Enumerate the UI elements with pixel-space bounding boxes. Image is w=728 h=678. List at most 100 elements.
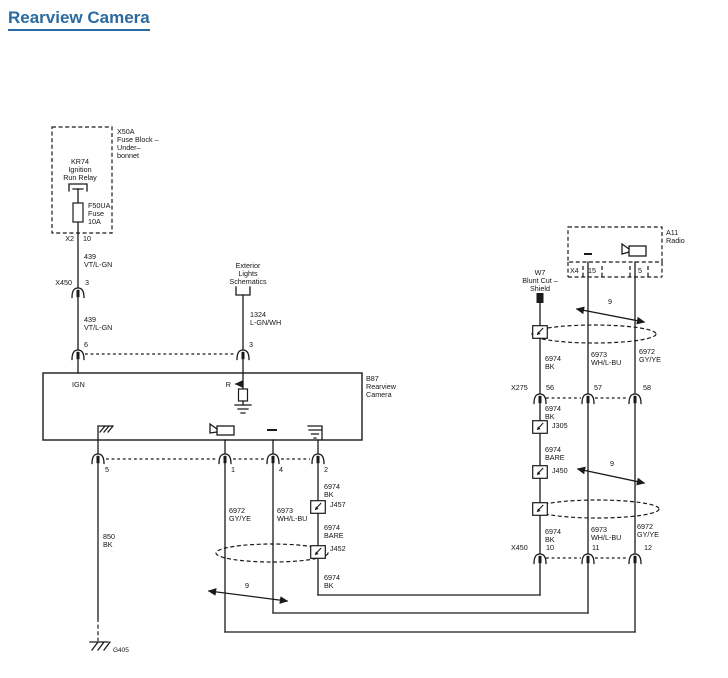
wire-label: GY/YE bbox=[637, 530, 659, 539]
wire-label: 6973 bbox=[277, 506, 293, 515]
pin-label: 4 bbox=[279, 465, 283, 474]
camera-bottom-pins bbox=[97, 439, 319, 460]
wire-label: BK bbox=[545, 535, 555, 544]
fuse-label: 10A bbox=[88, 217, 101, 226]
ground-label: G405 bbox=[113, 647, 129, 654]
splice-label: J457 bbox=[330, 500, 346, 509]
wire-label: WH/L-BU bbox=[277, 514, 307, 523]
wire-label: 6974 bbox=[545, 527, 561, 536]
pin-function-label: IGN bbox=[72, 380, 85, 389]
relay-label: Run Relay bbox=[63, 173, 97, 182]
component-label: X50A bbox=[117, 127, 135, 136]
twist-note: 9 bbox=[610, 459, 614, 468]
pin-label: 56 bbox=[546, 383, 554, 392]
ignition-feed-wires bbox=[68, 183, 251, 374]
pin-label: 12 bbox=[644, 543, 652, 552]
pin-label: 6 bbox=[84, 340, 88, 349]
radio-side-wires bbox=[536, 242, 663, 633]
relay-symbol bbox=[68, 183, 88, 192]
wire-label: 6974 bbox=[324, 482, 340, 491]
chassis-ground-icon bbox=[97, 425, 114, 441]
wire-label: BK bbox=[103, 540, 113, 549]
offpage-label: Lights bbox=[238, 269, 258, 278]
splices bbox=[310, 325, 548, 559]
offpage-label: Exterior bbox=[236, 261, 261, 270]
fuse-label: F50UA bbox=[88, 201, 111, 210]
relay-label: KR74 bbox=[71, 157, 89, 166]
pin-label: 1 bbox=[231, 465, 235, 474]
resistor-symbol bbox=[237, 388, 249, 402]
component-label: A11 bbox=[666, 228, 678, 237]
splice-label: J305 bbox=[552, 421, 568, 430]
wire-label: 6972 bbox=[637, 522, 653, 531]
earth-ground-icon bbox=[234, 404, 252, 414]
connector-label: X450 bbox=[511, 543, 528, 552]
component-label: bonnet bbox=[117, 151, 139, 160]
fuse-symbol bbox=[72, 202, 84, 223]
component-label: B87 bbox=[366, 374, 379, 383]
wire-label: VT/L-GN bbox=[84, 260, 112, 269]
wire-label: 6972 bbox=[229, 506, 245, 515]
pin-label: 57 bbox=[594, 383, 602, 392]
pin-label: 10 bbox=[83, 234, 91, 243]
shield-ellipse bbox=[531, 324, 657, 344]
component-label: Rearview bbox=[366, 382, 397, 391]
shield-ellipse bbox=[215, 543, 329, 563]
earth-ground-icon bbox=[307, 425, 323, 441]
pin-label: 5 bbox=[105, 465, 109, 474]
pin-label: 15 bbox=[588, 266, 596, 275]
labels: X50A Fuse Block – Under– bonnet KR74 Ign… bbox=[55, 127, 685, 654]
splice-j457 bbox=[310, 500, 326, 514]
blunt-cut-label: W7 bbox=[535, 268, 546, 277]
wire-label: WH/L-BU bbox=[591, 533, 621, 542]
blunt-cut-label: Shield bbox=[530, 284, 550, 293]
connector-label: X2 bbox=[65, 234, 74, 243]
splice-label: J450 bbox=[552, 466, 568, 475]
chassis-ground-icon bbox=[89, 641, 111, 651]
wire-label: 6973 bbox=[591, 350, 607, 359]
wire-label: 850 bbox=[103, 532, 115, 541]
pin-label: 3 bbox=[85, 278, 89, 287]
wire-label: GY/YE bbox=[639, 355, 661, 364]
wire-label: 6974 bbox=[545, 445, 561, 454]
camera-box bbox=[42, 372, 363, 441]
fuse-label: Fuse bbox=[88, 209, 104, 218]
wire-label: BARE bbox=[545, 453, 565, 462]
wire-label: 6974 bbox=[545, 404, 561, 413]
splice-label: J452 bbox=[330, 544, 346, 553]
pin-function-label: R bbox=[226, 380, 231, 389]
wire-label: 6974 bbox=[324, 573, 340, 582]
twist-note: 9 bbox=[245, 581, 249, 590]
twisted-pair-arrows bbox=[207, 306, 646, 604]
x4-connector-ticks bbox=[567, 262, 663, 277]
connector-label: X4 bbox=[570, 266, 579, 275]
pin-label: 11 bbox=[592, 543, 599, 552]
component-label: Camera bbox=[366, 390, 392, 399]
video-pair-wires bbox=[224, 461, 636, 633]
wire-label: WH/L-BU bbox=[591, 358, 621, 367]
component-label: Radio bbox=[666, 236, 685, 245]
splice-j450 bbox=[532, 465, 548, 479]
wire-label: 6972 bbox=[639, 347, 655, 356]
fuse-block-outline bbox=[51, 126, 113, 234]
splice-shield-top bbox=[532, 325, 548, 339]
pin-label: 2 bbox=[324, 465, 328, 474]
connector-label: X450 bbox=[55, 278, 72, 287]
wire-label: 439 bbox=[84, 315, 96, 324]
splice-j305 bbox=[532, 420, 548, 434]
offpage-label: Schematics bbox=[229, 277, 267, 286]
pin-label: 58 bbox=[643, 383, 651, 392]
blunt-cut-label: Blunt Cut – bbox=[522, 276, 558, 285]
camera-internals bbox=[97, 372, 323, 441]
shield-ellipse bbox=[534, 499, 660, 519]
wire-label: 439 bbox=[84, 252, 96, 261]
page-title[interactable]: Rearview Camera bbox=[8, 8, 150, 31]
offpage-bracket bbox=[235, 286, 251, 296]
twist-note: 9 bbox=[608, 297, 612, 306]
camera-icon bbox=[216, 425, 235, 436]
ground-branch bbox=[89, 461, 111, 651]
wire-label: BARE bbox=[324, 531, 344, 540]
wire-label: VT/L-GN bbox=[84, 323, 112, 332]
